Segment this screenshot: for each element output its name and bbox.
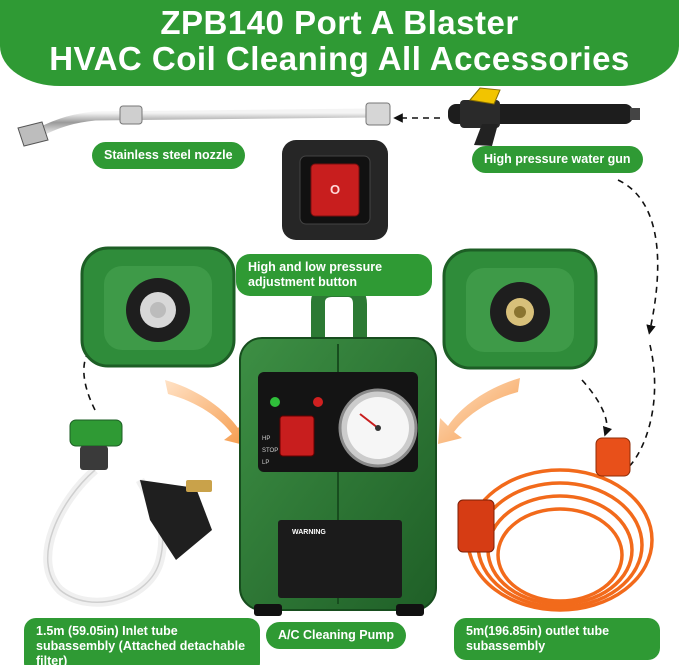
left-pointer-arrow	[165, 380, 248, 446]
right-pointer-arrow	[438, 378, 520, 444]
label-inlet-tube: 1.5m (59.05in) Inlet tube subassembly (A…	[24, 618, 260, 665]
label-stainless-steel-nozzle: Stainless steel nozzle	[92, 142, 245, 169]
panel-label-hp: HP	[262, 436, 270, 442]
inlet-tube-assembly	[43, 419, 212, 607]
label-cleaning-pump: A/C Cleaning Pump	[266, 622, 406, 649]
stainless-steel-nozzle	[17, 102, 391, 147]
banner-title-line1: ZPB140 Port A Blaster	[160, 4, 519, 41]
switch-letter: O	[330, 182, 340, 197]
label-high-pressure-water-gun: High pressure water gun	[472, 146, 643, 173]
label-outlet-tube: 5m(196.85in) outlet tube subassembly	[454, 618, 660, 660]
switch-closeup	[282, 140, 388, 240]
outlet-end-fitting	[457, 499, 495, 553]
label-adjustment-button: High and low pressure adjustment button	[236, 254, 432, 296]
warning-label: WARNING	[292, 529, 326, 536]
inlet-port-closeup	[80, 246, 236, 368]
header-banner: ZPB140 Port A Blaster HVAC Coil Cleaning…	[0, 0, 679, 86]
outlet-port-closeup	[442, 248, 598, 370]
panel-label-stop: STOP	[262, 448, 278, 454]
banner-title-line2: HVAC Coil Cleaning All Accessories	[49, 40, 630, 77]
high-pressure-water-gun	[448, 87, 640, 146]
outlet-connector	[595, 437, 631, 477]
outlet-tube-assembly	[466, 468, 654, 612]
panel-label-lp: LP	[262, 460, 269, 466]
